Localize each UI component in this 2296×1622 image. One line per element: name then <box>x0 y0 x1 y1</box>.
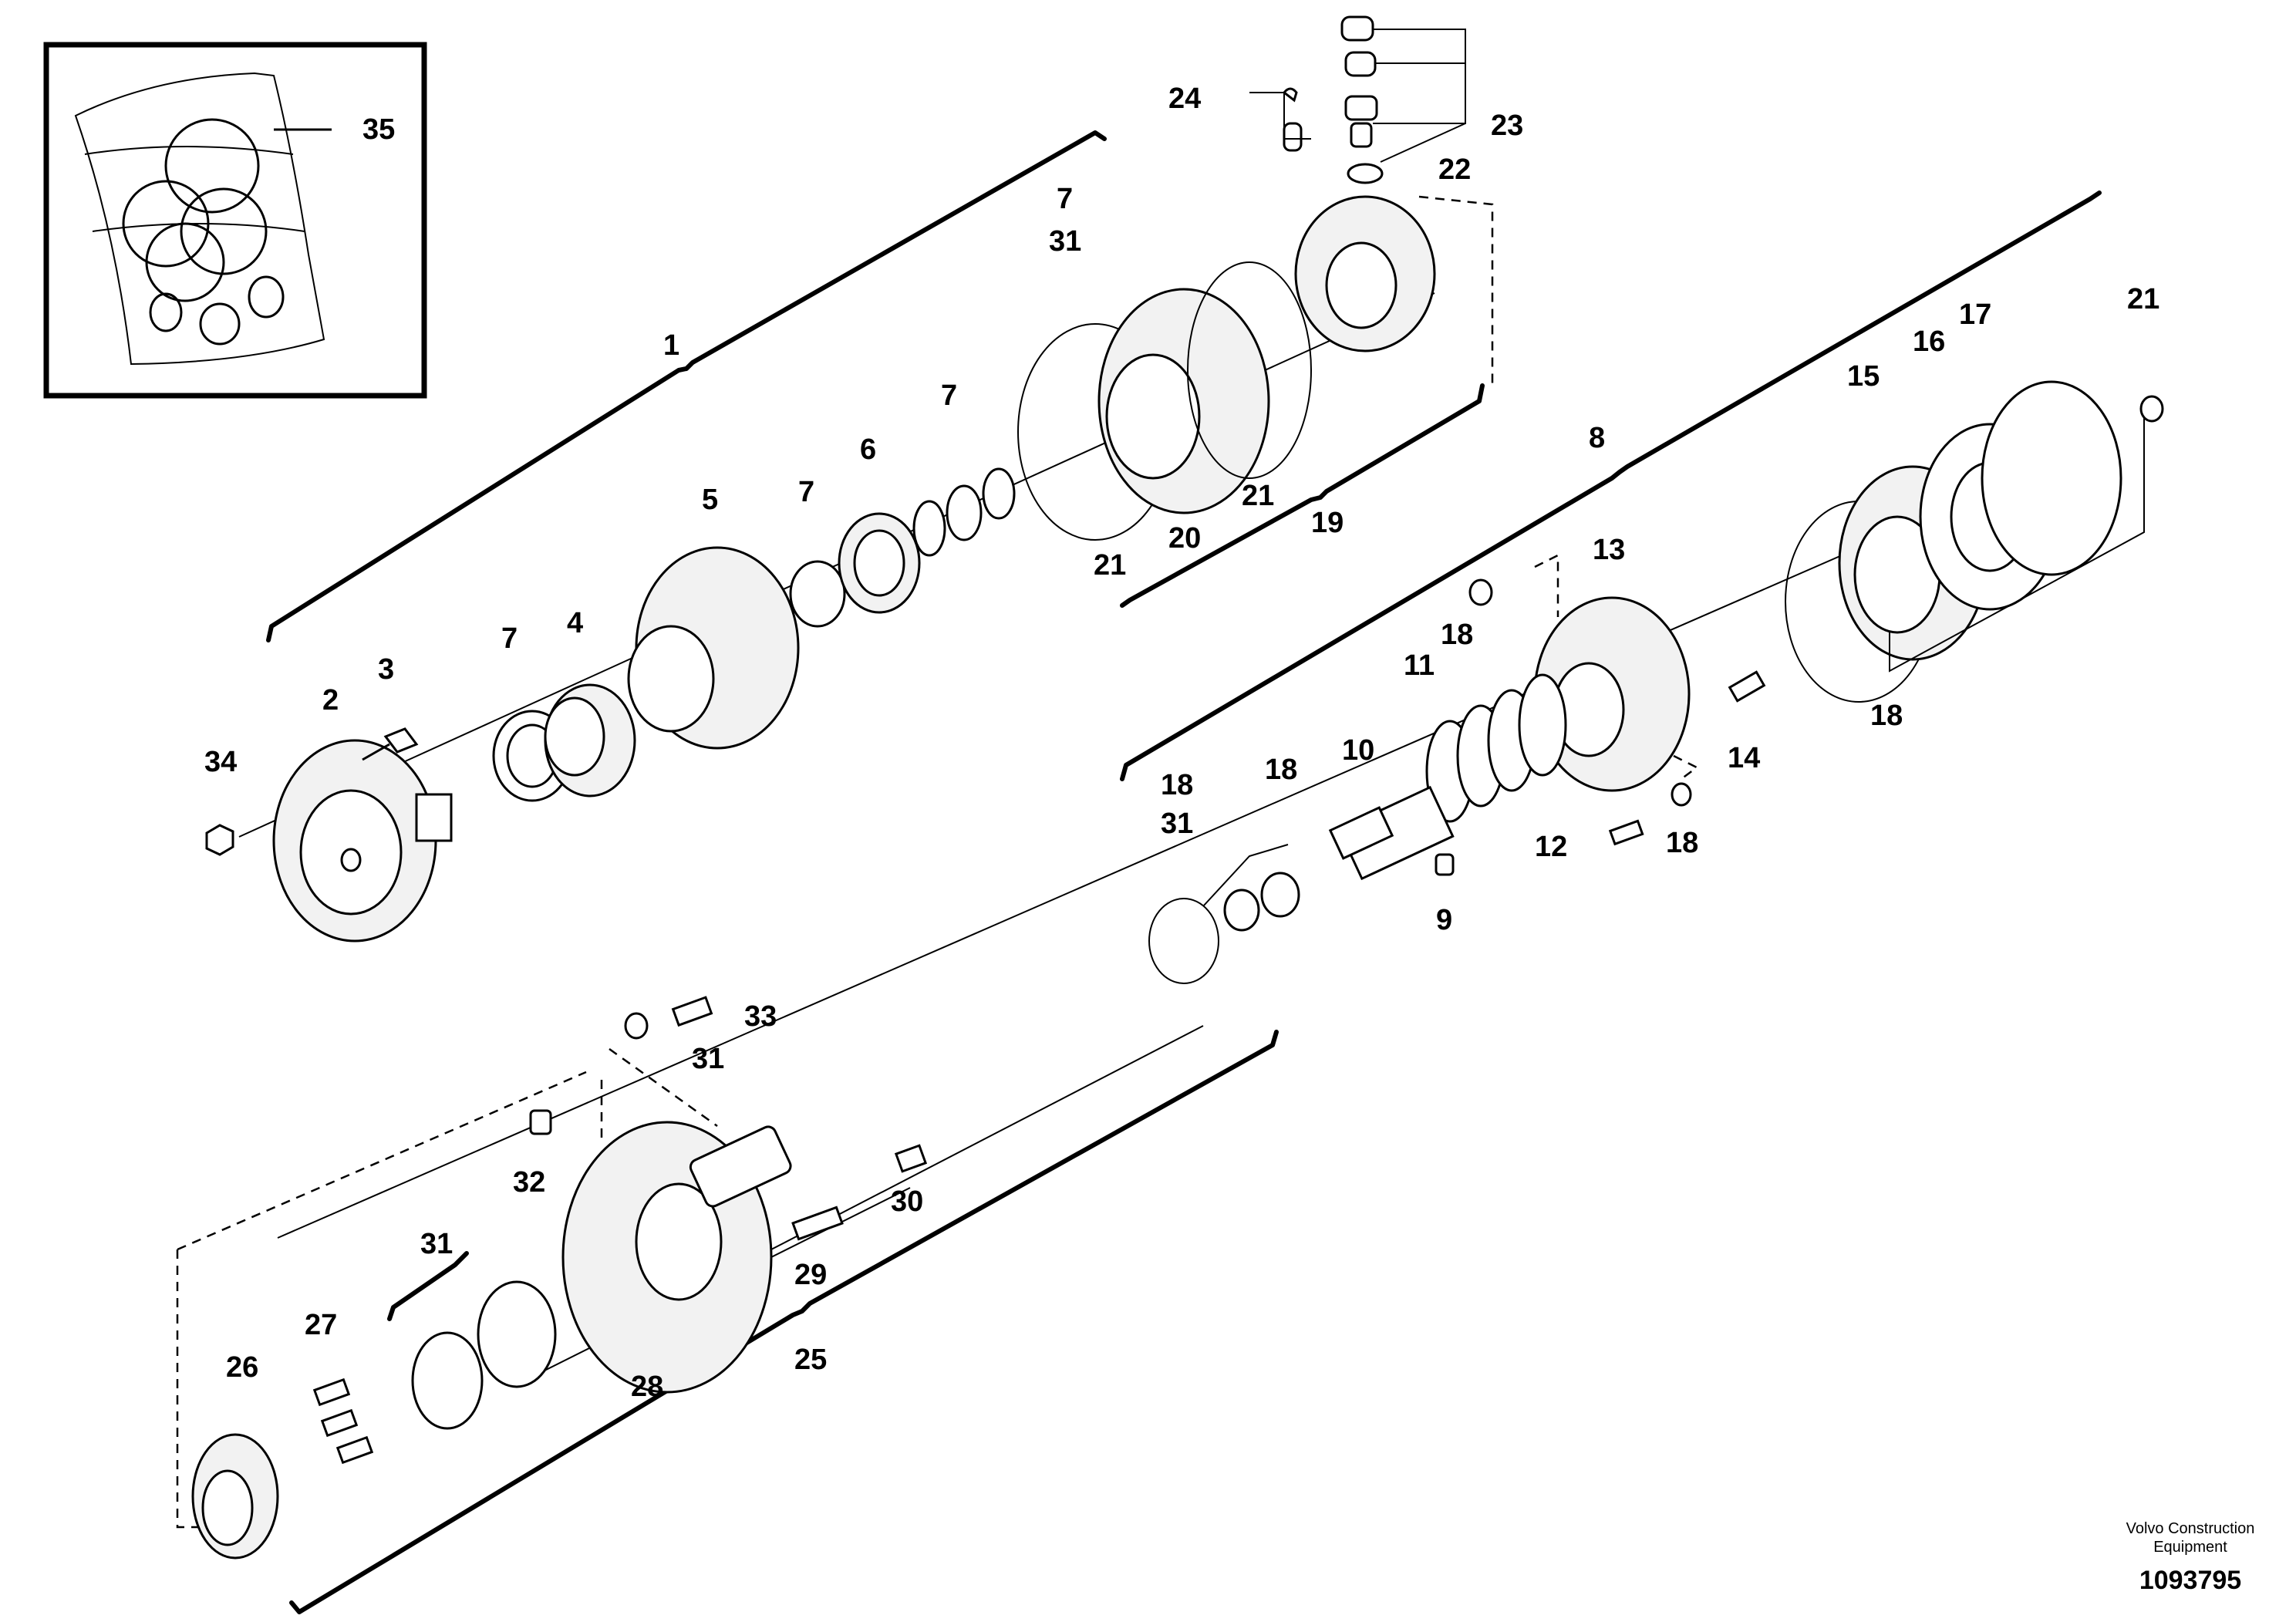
svg-text:3: 3 <box>378 653 394 686</box>
cover-5 <box>627 546 800 750</box>
document-number: 1093795 <box>2139 1566 2241 1595</box>
bracket-31b <box>387 1251 469 1321</box>
plug-23 <box>1340 15 1378 148</box>
svg-text:14: 14 <box>1728 742 1760 774</box>
svg-text:7: 7 <box>501 622 518 655</box>
svg-text:7: 7 <box>1057 183 1073 215</box>
motor-housing-28 <box>561 1121 792 1394</box>
bolt-14 <box>1728 670 1766 703</box>
svg-text:29: 29 <box>794 1259 827 1291</box>
seal-7-b <box>789 560 846 628</box>
svg-text:16: 16 <box>1913 325 1945 358</box>
pin-32 <box>529 1109 552 1135</box>
svg-text:12: 12 <box>1535 831 1567 863</box>
svg-text:11: 11 <box>1404 649 1435 682</box>
bolt-12 <box>1608 819 1644 846</box>
spring-plate-17 <box>1981 380 2122 576</box>
ring-7-e <box>982 467 1016 520</box>
springs-27 <box>312 1378 374 1465</box>
bolt-30 <box>894 1144 928 1173</box>
washer-18-b <box>1671 782 1692 807</box>
bolt-3 <box>362 727 419 761</box>
motor-drum <box>1294 195 1436 352</box>
ring-18-e <box>1260 872 1300 918</box>
svg-text:8: 8 <box>1589 422 1605 454</box>
svg-text:18: 18 <box>1265 754 1297 786</box>
svg-text:6: 6 <box>860 433 876 466</box>
svg-text:15: 15 <box>1847 360 1880 393</box>
bolt-29 <box>791 1206 844 1241</box>
shaft-10 <box>1328 785 1455 881</box>
svg-text:21: 21 <box>1242 480 1274 512</box>
svg-text:20: 20 <box>1168 522 1201 555</box>
credit-line-2: Equipment <box>2153 1539 2227 1556</box>
o-ring-18-a <box>1468 578 1493 606</box>
svg-text:28: 28 <box>631 1371 663 1403</box>
svg-text:31: 31 <box>692 1043 724 1075</box>
svg-text:5: 5 <box>702 484 718 516</box>
bearing-6 <box>838 512 921 614</box>
svg-text:4: 4 <box>567 607 583 639</box>
svg-text:32: 32 <box>513 1166 545 1199</box>
svg-text:13: 13 <box>1593 534 1625 566</box>
svg-text:30: 30 <box>891 1185 923 1218</box>
ring-gear-20 <box>1097 288 1270 514</box>
svg-text:35: 35 <box>362 113 395 146</box>
svg-text:22: 22 <box>1438 153 1471 186</box>
svg-text:19: 19 <box>1311 507 1344 539</box>
svg-text:2: 2 <box>322 684 339 717</box>
bracket-19 <box>1120 383 1485 608</box>
svg-text:10: 10 <box>1342 734 1374 767</box>
bracket-25 <box>289 1030 1279 1614</box>
ring-21-b <box>1187 261 1312 479</box>
svg-text:7: 7 <box>798 476 814 508</box>
svg-text:33: 33 <box>744 1000 777 1033</box>
svg-text:25: 25 <box>794 1344 827 1376</box>
svg-text:18: 18 <box>1161 769 1193 801</box>
ring-7-d <box>946 484 983 541</box>
piston-31-c <box>411 1280 557 1430</box>
valve-plate-13 <box>1533 596 1691 792</box>
svg-text:31: 31 <box>1161 808 1193 840</box>
svg-text:9: 9 <box>1436 904 1452 936</box>
svg-text:1: 1 <box>663 329 679 362</box>
svg-text:17: 17 <box>1959 298 1991 331</box>
svg-text:31: 31 <box>1049 225 1081 258</box>
washer-21-c <box>2139 395 2164 423</box>
svg-text:7: 7 <box>941 379 957 412</box>
bolt-33 <box>671 996 713 1027</box>
svg-text:21: 21 <box>1094 549 1126 582</box>
bearing-4 <box>544 683 636 798</box>
bracket-8 <box>1120 191 2102 781</box>
seal-kit-inset <box>43 42 427 399</box>
svg-text:24: 24 <box>1168 83 1201 115</box>
output-flange-2 <box>272 739 453 943</box>
svg-text:18: 18 <box>1666 827 1698 859</box>
credit-line-1: Volvo Construction <box>2126 1520 2255 1537</box>
svg-text:21: 21 <box>2127 283 2159 315</box>
nut-34 <box>205 824 234 856</box>
svg-text:26: 26 <box>226 1351 258 1384</box>
bracket-1 <box>266 130 1107 642</box>
pin-24 <box>1282 87 1303 152</box>
callout-labels: 35 1 2 3 4 5 6 7 7 7 7 31 8 9 10 11 12 1… <box>204 83 2159 1403</box>
svg-text:18: 18 <box>1441 619 1473 651</box>
svg-text:18: 18 <box>1870 700 1903 732</box>
o-ring-31-a <box>1148 898 1219 984</box>
o-ring-22 <box>1347 163 1384 184</box>
friction-plates-11 <box>1425 673 1567 823</box>
svg-text:34: 34 <box>204 746 237 778</box>
brake-piston-26 <box>191 1433 279 1560</box>
ring-7-c <box>912 500 946 557</box>
svg-text:23: 23 <box>1491 110 1523 142</box>
svg-text:27: 27 <box>305 1309 337 1341</box>
svg-text:31: 31 <box>420 1228 453 1260</box>
ring-18-d <box>1223 889 1260 932</box>
washer-31-b <box>624 1012 649 1040</box>
pin-9 <box>1435 853 1455 876</box>
